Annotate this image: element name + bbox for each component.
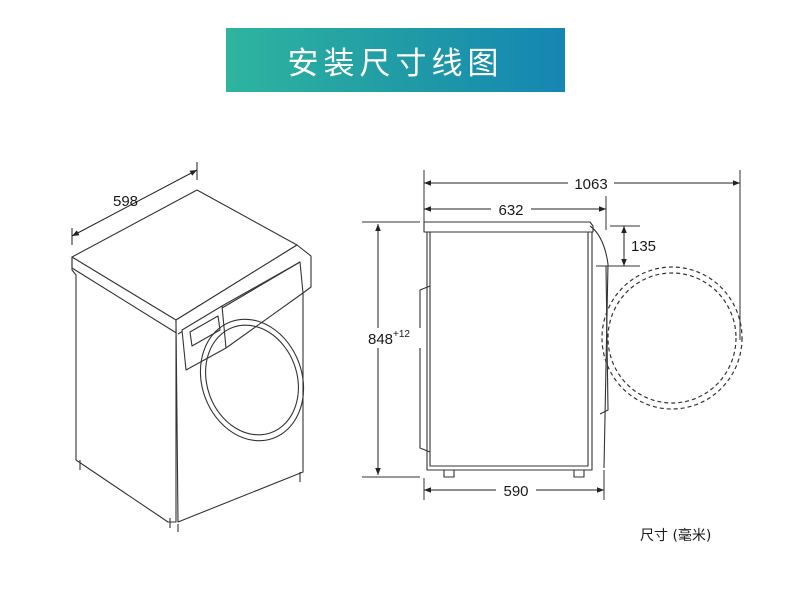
door-swing-outer <box>601 266 743 410</box>
door-swing-inner <box>607 272 737 404</box>
dim-height-value: 848 <box>368 331 393 348</box>
units-note: 尺寸 (毫米) <box>640 528 712 544</box>
dim-height-label: 848+12 <box>368 329 410 348</box>
dim-body-depth-label: 632 <box>498 202 523 219</box>
dim-line-width <box>71 169 198 237</box>
dim-door-label: 135 <box>631 238 656 255</box>
washer-isometric-view <box>71 162 312 532</box>
washer-side-view <box>419 221 609 478</box>
page-title: 安装尺寸线图 <box>287 45 504 82</box>
dim-height-tolerance: +12 <box>393 329 410 340</box>
extension-lines <box>362 170 741 500</box>
dim-base-depth-label: 590 <box>503 483 528 500</box>
dim-total-depth-label: 1063 <box>574 176 607 193</box>
title-banner: 安装尺寸线图 <box>226 28 565 92</box>
dim-width-label: 598 <box>113 193 138 210</box>
